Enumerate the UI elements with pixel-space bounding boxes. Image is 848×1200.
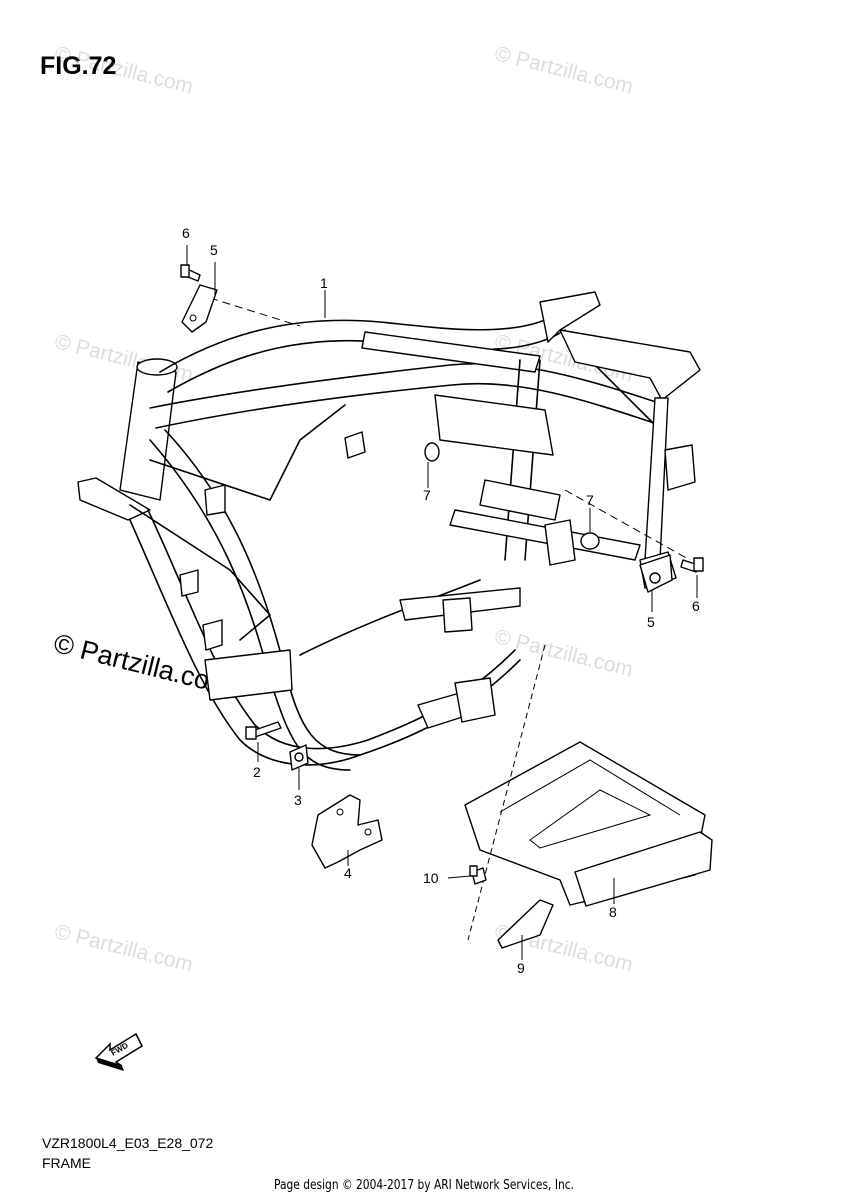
part-bolt-right[interactable] <box>680 557 704 573</box>
part-cover-end[interactable] <box>467 644 554 949</box>
part-plate-right[interactable] <box>639 554 673 593</box>
part-cap-right[interactable] <box>580 532 600 550</box>
figure-title: FIG.72 <box>40 52 117 80</box>
part-screw[interactable] <box>469 865 487 885</box>
callout-3: 3 <box>294 792 302 808</box>
callout-5-left: 5 <box>210 242 218 258</box>
diagram-name: FRAME <box>42 1155 91 1171</box>
callout-7-left: 7 <box>423 487 431 503</box>
callout-5-right: 5 <box>647 614 655 630</box>
callout-leaders <box>186 245 698 960</box>
part-cover[interactable] <box>464 741 713 907</box>
forward-arrow-icon: FWD <box>94 1032 143 1071</box>
callout-1: 1 <box>320 275 328 291</box>
part-bracket[interactable] <box>311 794 383 869</box>
part-bolt[interactable] <box>245 721 282 740</box>
diagram-code: VZR1800L4_E03_E28_072 <box>42 1135 214 1151</box>
callout-8: 8 <box>609 904 617 920</box>
part-cap-left[interactable] <box>424 442 440 462</box>
callout-9: 9 <box>517 960 525 976</box>
part-plate-left[interactable] <box>181 284 218 333</box>
page-credit: Page design © 2004-2017 by ARI Network S… <box>274 1178 574 1193</box>
part-nut[interactable] <box>289 744 309 771</box>
callout-4: 4 <box>344 865 352 881</box>
callout-7-right: 7 <box>586 492 594 508</box>
part-frame[interactable] <box>77 291 701 771</box>
callout-6-right: 6 <box>692 598 700 614</box>
callout-2: 2 <box>253 764 261 780</box>
callout-10: 10 <box>423 870 439 886</box>
part-bolt-left[interactable] <box>180 264 201 282</box>
callout-6-left: 6 <box>182 225 190 241</box>
